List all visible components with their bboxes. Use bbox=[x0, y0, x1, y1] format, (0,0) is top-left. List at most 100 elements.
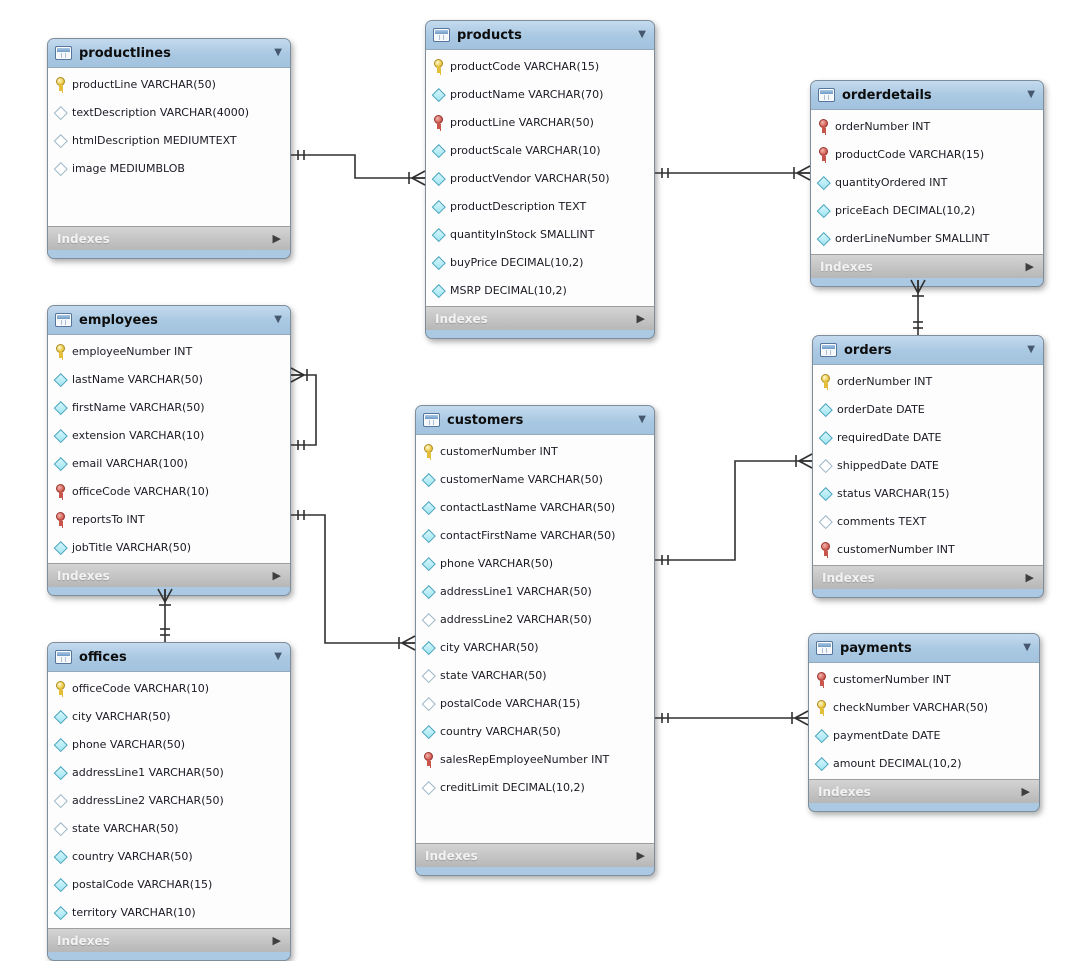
db-table-orders[interactable]: orders ▼ orderNumber INT orderDate DATE … bbox=[812, 335, 1044, 598]
expand-arrow-icon[interactable]: ▶ bbox=[1025, 260, 1034, 273]
indexes-bar[interactable]: Indexes ▶ bbox=[48, 928, 290, 952]
relationship-employees-customers[interactable] bbox=[291, 510, 416, 651]
table-header[interactable]: employees ▼ bbox=[48, 306, 290, 335]
column-row[interactable]: territory VARCHAR(10) bbox=[48, 898, 290, 926]
column-row[interactable]: productCode VARCHAR(15) bbox=[426, 52, 654, 80]
column-row[interactable]: addressLine1 VARCHAR(50) bbox=[48, 758, 290, 786]
db-table-orderdetails[interactable]: orderdetails ▼ orderNumber INT productCo… bbox=[810, 80, 1044, 287]
column-row[interactable]: customerName VARCHAR(50) bbox=[416, 465, 654, 493]
column-row[interactable]: paymentDate DATE bbox=[809, 721, 1039, 749]
expand-arrow-icon[interactable]: ▶ bbox=[272, 232, 281, 245]
column-row[interactable]: contactLastName VARCHAR(50) bbox=[416, 493, 654, 521]
column-row[interactable]: addressLine2 VARCHAR(50) bbox=[416, 605, 654, 633]
column-row[interactable]: officeCode VARCHAR(10) bbox=[48, 477, 290, 505]
column-row[interactable]: requiredDate DATE bbox=[813, 423, 1043, 451]
column-row[interactable]: priceEach DECIMAL(10,2) bbox=[811, 196, 1043, 224]
table-header[interactable]: products ▼ bbox=[426, 21, 654, 50]
column-row[interactable]: productDescription TEXT bbox=[426, 192, 654, 220]
column-row[interactable]: city VARCHAR(50) bbox=[48, 702, 290, 730]
column-row[interactable]: extension VARCHAR(10) bbox=[48, 421, 290, 449]
column-row[interactable]: addressLine2 VARCHAR(50) bbox=[48, 786, 290, 814]
column-row[interactable]: state VARCHAR(50) bbox=[48, 814, 290, 842]
db-table-offices[interactable]: offices ▼ officeCode VARCHAR(10) city VA… bbox=[47, 642, 291, 961]
column-row[interactable]: phone VARCHAR(50) bbox=[48, 730, 290, 758]
db-table-productlines[interactable]: productlines ▼ productLine VARCHAR(50) t… bbox=[47, 38, 291, 259]
column-row[interactable]: postalCode VARCHAR(15) bbox=[416, 689, 654, 717]
column-row[interactable]: quantityInStock SMALLINT bbox=[426, 220, 654, 248]
column-row[interactable]: addressLine1 VARCHAR(50) bbox=[416, 577, 654, 605]
expand-arrow-icon[interactable]: ▶ bbox=[272, 569, 281, 582]
column-row[interactable]: buyPrice DECIMAL(10,2) bbox=[426, 248, 654, 276]
db-table-employees[interactable]: employees ▼ employeeNumber INT lastName … bbox=[47, 305, 291, 596]
column-row[interactable]: productLine VARCHAR(50) bbox=[48, 70, 290, 98]
relationship-productlines-products[interactable] bbox=[291, 150, 426, 186]
column-row[interactable]: employeeNumber INT bbox=[48, 337, 290, 365]
expand-arrow-icon[interactable]: ▶ bbox=[1021, 785, 1030, 798]
column-row[interactable]: customerNumber INT bbox=[809, 665, 1039, 693]
indexes-bar[interactable]: Indexes ▶ bbox=[416, 843, 654, 867]
column-row[interactable]: officeCode VARCHAR(10) bbox=[48, 674, 290, 702]
column-row[interactable]: amount DECIMAL(10,2) bbox=[809, 749, 1039, 777]
column-row[interactable]: customerNumber INT bbox=[813, 535, 1043, 563]
column-row[interactable]: reportsTo INT bbox=[48, 505, 290, 533]
collapse-arrow-icon[interactable]: ▼ bbox=[1027, 344, 1035, 355]
column-row[interactable]: comments TEXT bbox=[813, 507, 1043, 535]
column-row[interactable]: city VARCHAR(50) bbox=[416, 633, 654, 661]
column-row[interactable]: firstName VARCHAR(50) bbox=[48, 393, 290, 421]
collapse-arrow-icon[interactable]: ▼ bbox=[274, 47, 282, 58]
relationship-employees-reportsTo-self[interactable] bbox=[290, 367, 317, 450]
expand-arrow-icon[interactable]: ▶ bbox=[1025, 571, 1034, 584]
column-row[interactable]: country VARCHAR(50) bbox=[416, 717, 654, 745]
collapse-arrow-icon[interactable]: ▼ bbox=[638, 414, 646, 425]
column-row[interactable]: lastName VARCHAR(50) bbox=[48, 365, 290, 393]
column-row[interactable]: status VARCHAR(15) bbox=[813, 479, 1043, 507]
db-table-products[interactable]: products ▼ productCode VARCHAR(15) produ… bbox=[425, 20, 655, 339]
column-row[interactable]: htmlDescription MEDIUMTEXT bbox=[48, 126, 290, 154]
column-row[interactable]: productCode VARCHAR(15) bbox=[811, 140, 1043, 168]
relationship-orderdetails-orders[interactable] bbox=[910, 279, 926, 335]
indexes-bar[interactable]: Indexes ▶ bbox=[48, 563, 290, 587]
column-row[interactable]: productScale VARCHAR(10) bbox=[426, 136, 654, 164]
indexes-bar[interactable]: Indexes ▶ bbox=[426, 306, 654, 330]
indexes-bar[interactable]: Indexes ▶ bbox=[809, 779, 1039, 803]
expand-arrow-icon[interactable]: ▶ bbox=[636, 312, 645, 325]
expand-arrow-icon[interactable]: ▶ bbox=[272, 934, 281, 947]
column-row[interactable]: productVendor VARCHAR(50) bbox=[426, 164, 654, 192]
collapse-arrow-icon[interactable]: ▼ bbox=[1027, 89, 1035, 100]
column-row[interactable]: productName VARCHAR(70) bbox=[426, 80, 654, 108]
collapse-arrow-icon[interactable]: ▼ bbox=[1023, 642, 1031, 653]
column-row[interactable]: jobTitle VARCHAR(50) bbox=[48, 533, 290, 561]
table-header[interactable]: orders ▼ bbox=[813, 336, 1043, 365]
table-header[interactable]: offices ▼ bbox=[48, 643, 290, 672]
expand-arrow-icon[interactable]: ▶ bbox=[636, 849, 645, 862]
collapse-arrow-icon[interactable]: ▼ bbox=[274, 651, 282, 662]
collapse-arrow-icon[interactable]: ▼ bbox=[274, 314, 282, 325]
column-row[interactable]: quantityOrdered INT bbox=[811, 168, 1043, 196]
relationship-employees-offices[interactable] bbox=[157, 588, 173, 642]
column-row[interactable]: state VARCHAR(50) bbox=[416, 661, 654, 689]
collapse-arrow-icon[interactable]: ▼ bbox=[638, 29, 646, 40]
column-row[interactable]: salesRepEmployeeNumber INT bbox=[416, 745, 654, 773]
column-row[interactable]: orderLineNumber SMALLINT bbox=[811, 224, 1043, 252]
column-row[interactable]: image MEDIUMBLOB bbox=[48, 154, 290, 182]
indexes-bar[interactable]: Indexes ▶ bbox=[811, 254, 1043, 278]
column-row[interactable]: shippedDate DATE bbox=[813, 451, 1043, 479]
column-row[interactable]: postalCode VARCHAR(15) bbox=[48, 870, 290, 898]
column-row[interactable]: textDescription VARCHAR(4000) bbox=[48, 98, 290, 126]
table-header[interactable]: orderdetails ▼ bbox=[811, 81, 1043, 110]
column-row[interactable]: MSRP DECIMAL(10,2) bbox=[426, 276, 654, 304]
column-row[interactable]: orderNumber INT bbox=[811, 112, 1043, 140]
column-row[interactable]: orderDate DATE bbox=[813, 395, 1043, 423]
db-table-payments[interactable]: payments ▼ customerNumber INT checkNumbe… bbox=[808, 633, 1040, 812]
indexes-bar[interactable]: Indexes ▶ bbox=[48, 226, 290, 250]
relationship-customers-orders[interactable] bbox=[655, 453, 813, 565]
column-row[interactable]: checkNumber VARCHAR(50) bbox=[809, 693, 1039, 721]
column-row[interactable]: customerNumber INT bbox=[416, 437, 654, 465]
column-row[interactable]: productLine VARCHAR(50) bbox=[426, 108, 654, 136]
column-row[interactable]: orderNumber INT bbox=[813, 367, 1043, 395]
column-row[interactable]: email VARCHAR(100) bbox=[48, 449, 290, 477]
table-header[interactable]: customers ▼ bbox=[416, 406, 654, 435]
column-row[interactable]: contactFirstName VARCHAR(50) bbox=[416, 521, 654, 549]
relationship-products-orderdetails[interactable] bbox=[655, 165, 811, 181]
column-row[interactable]: phone VARCHAR(50) bbox=[416, 549, 654, 577]
